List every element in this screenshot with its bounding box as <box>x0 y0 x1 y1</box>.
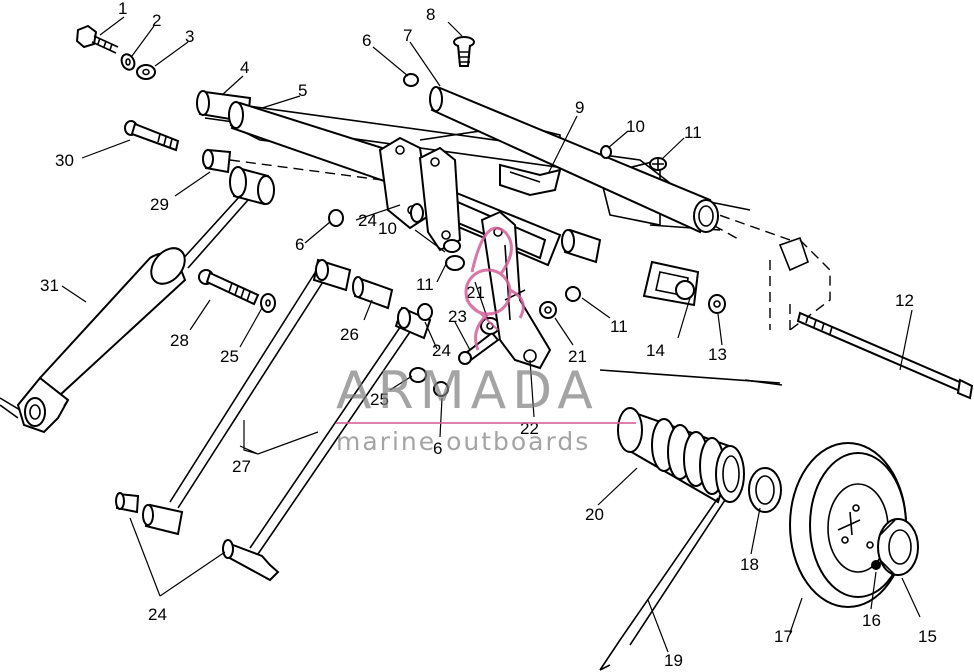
shaft-7 <box>429 86 719 234</box>
bolt-28 <box>198 269 260 306</box>
callout-26: 26 <box>340 325 359 344</box>
nut-10-top <box>600 145 612 159</box>
screw-8 <box>453 36 475 67</box>
callout-10-mid: 10 <box>378 219 397 238</box>
callout-13: 13 <box>708 345 727 364</box>
watermark-brand: ARMADA <box>336 361 599 421</box>
hub-15 <box>877 518 919 576</box>
callout-12: 12 <box>895 291 914 310</box>
callout-6-top: 6 <box>362 31 371 50</box>
callout-15: 15 <box>918 627 937 646</box>
callout-11-right: 11 <box>610 317 628 336</box>
bushing-tube-end <box>561 228 602 264</box>
callout-24-mid: 24 <box>358 211 377 230</box>
callout-2: 2 <box>152 11 161 30</box>
callout-18: 18 <box>740 555 759 574</box>
callout-7: 7 <box>403 26 412 45</box>
callout-27: 27 <box>232 457 251 476</box>
washer-21-right <box>539 301 557 319</box>
bushing-upper-shock <box>229 166 275 206</box>
callout-20: 20 <box>585 505 604 524</box>
callout-24-center: 24 <box>432 341 451 360</box>
nut-6-mid <box>328 209 344 227</box>
callout-29: 29 <box>150 195 169 214</box>
washer-3 <box>136 64 156 80</box>
callout-19: 19 <box>664 651 683 670</box>
callout-21-right: 21 <box>568 347 587 366</box>
callout-5: 5 <box>298 81 307 100</box>
callout-25-left: 25 <box>220 347 239 366</box>
bushing-24-lower <box>115 492 140 514</box>
callout-25-center: 25 <box>370 390 389 409</box>
callout-labels: 1 2 3 4 5 6 7 8 9 10 11 30 29 24 6 10 31… <box>40 0 937 670</box>
washer-13 <box>708 294 726 314</box>
washer-25-center <box>409 367 427 383</box>
nut-6-center <box>433 381 449 397</box>
washer-11-top <box>649 157 667 171</box>
link-27-right <box>222 306 432 582</box>
watermark: ARMADA marine outboards <box>336 226 636 456</box>
callout-3: 3 <box>185 27 194 46</box>
callout-24-lower: 24 <box>148 605 167 624</box>
nut-11-right <box>565 286 581 302</box>
link-27-left <box>142 258 352 536</box>
shock-31 <box>0 195 249 434</box>
callout-6-center: 6 <box>433 439 442 458</box>
callout-8: 8 <box>426 5 435 24</box>
nut-6-top <box>403 73 419 87</box>
watermark-tagline: marine outboards <box>336 427 590 456</box>
washer-25-left <box>260 293 276 313</box>
washer-2 <box>120 53 136 71</box>
right-bracket <box>769 236 831 331</box>
spacer-18 <box>748 467 782 513</box>
callout-4: 4 <box>240 58 249 77</box>
pin-16 <box>871 560 881 570</box>
callout-1: 1 <box>118 0 127 18</box>
bolt-30 <box>124 120 180 152</box>
callout-10-top: 10 <box>626 117 645 136</box>
nut-10-mid <box>443 239 465 271</box>
washer-24-mid <box>410 203 424 223</box>
callout-21-mid: 21 <box>466 283 485 302</box>
bolt-23 <box>458 331 500 365</box>
washer-11-mid <box>417 303 433 321</box>
bolt-12 <box>796 311 974 400</box>
watermark-logo-icon <box>464 226 525 351</box>
bushing-26 <box>352 276 394 310</box>
callout-16: 16 <box>862 611 881 630</box>
callout-6-mid: 6 <box>295 235 304 254</box>
callout-28: 28 <box>170 331 189 350</box>
callout-11-mid: 11 <box>416 275 434 294</box>
callout-14: 14 <box>646 341 665 360</box>
callout-17: 17 <box>774 627 793 646</box>
spring-20 <box>599 369 783 671</box>
bracket-plate-2 <box>418 146 462 252</box>
callout-23: 23 <box>448 307 467 326</box>
bushing-29 <box>202 148 232 174</box>
bolt-1 <box>75 24 119 54</box>
callout-11-top: 11 <box>684 123 702 142</box>
callout-31: 31 <box>40 276 59 295</box>
watermark-divider <box>336 422 636 424</box>
callout-9: 9 <box>575 98 584 117</box>
callout-30: 30 <box>55 151 74 170</box>
clip-14 <box>642 260 700 307</box>
arm-9 <box>499 163 562 197</box>
arm-22 <box>480 210 552 370</box>
